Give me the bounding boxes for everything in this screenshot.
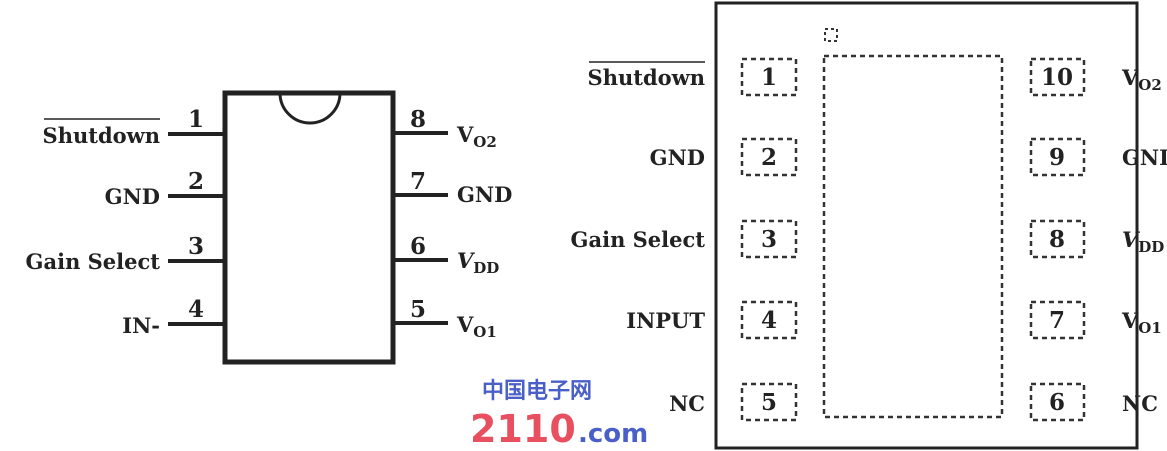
pin-label: GND bbox=[457, 182, 512, 207]
watermark-chinese: 中国电子网 bbox=[482, 379, 592, 404]
dip8-pin-lines bbox=[168, 131, 448, 326]
pin-number: 7 bbox=[410, 168, 426, 195]
pin-label: Gain Select bbox=[26, 249, 161, 274]
qfn10-body bbox=[714, 1, 1139, 450]
pin-number: 4 bbox=[188, 296, 204, 323]
pin-label: GND bbox=[650, 145, 705, 170]
pin-number: 1 bbox=[188, 106, 204, 133]
pin-number: 10 bbox=[1041, 64, 1073, 91]
pin-number: 9 bbox=[1049, 144, 1065, 171]
pin-label: VDD bbox=[457, 248, 499, 277]
pin-label: GND bbox=[1122, 145, 1167, 170]
pin-number: 5 bbox=[761, 389, 777, 416]
dip8-package: 1 2 3 4 Shutdown GND Gain Select IN- 8 7… bbox=[26, 90, 512, 365]
pin-number: 2 bbox=[761, 144, 777, 171]
pin-label: INPUT bbox=[626, 308, 705, 333]
pin-label: IN- bbox=[122, 313, 160, 338]
watermark: 中国电子网 2110 .com bbox=[470, 379, 648, 451]
pin-number: 5 bbox=[410, 296, 426, 323]
qfn-pads bbox=[740, 57, 1086, 422]
watermark-number: 2110 bbox=[470, 407, 576, 451]
pin-number: 7 bbox=[1049, 307, 1065, 334]
pin-label: Shutdown bbox=[43, 123, 160, 148]
exposed-pad bbox=[822, 54, 1004, 419]
pin1-notch bbox=[278, 92, 342, 125]
pin-number: 6 bbox=[410, 233, 426, 260]
qfn10-package: 1 2 3 4 5 10 9 8 7 6 Shutdown GND Gain S… bbox=[571, 1, 1167, 450]
pin-label: VO1 bbox=[1121, 308, 1162, 337]
pin-label: Gain Select bbox=[571, 227, 706, 252]
pin-label: VO2 bbox=[456, 122, 497, 151]
pin-number: 6 bbox=[1049, 389, 1065, 416]
pin-number: 3 bbox=[761, 226, 777, 253]
pin-number: 8 bbox=[410, 106, 426, 133]
pin-label: Shutdown bbox=[588, 65, 705, 90]
pin-number: 2 bbox=[188, 168, 204, 195]
pin-number: 4 bbox=[761, 307, 777, 334]
pin-number: 3 bbox=[188, 233, 204, 260]
pin-label: NC bbox=[669, 391, 705, 416]
pin1-marker bbox=[824, 28, 838, 42]
pin-label: VDD bbox=[1122, 227, 1164, 256]
pin-label: VO2 bbox=[1121, 65, 1162, 94]
watermark-domain: .com bbox=[578, 419, 648, 449]
pin-label: VO1 bbox=[456, 312, 497, 341]
pin-label: GND bbox=[105, 184, 160, 209]
pin-number: 8 bbox=[1049, 226, 1065, 253]
dip8-body bbox=[222, 90, 396, 365]
pin-number: 1 bbox=[761, 64, 777, 91]
pin-label: NC bbox=[1122, 391, 1158, 416]
